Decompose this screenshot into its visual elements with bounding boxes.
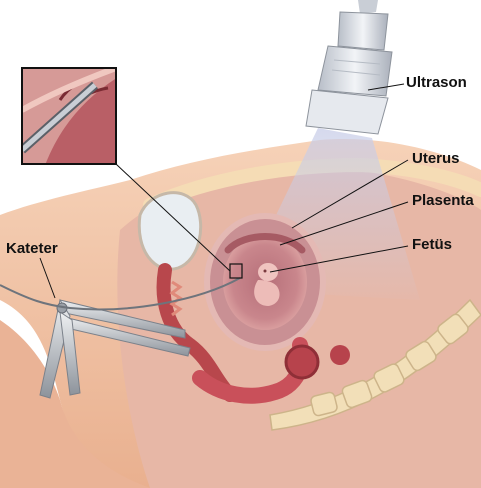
bowel-loop <box>286 346 318 378</box>
label-kateter: Kateter <box>6 240 58 257</box>
label-uterus: Uterus <box>412 150 460 167</box>
bladder <box>139 193 200 270</box>
magnified-inset <box>22 68 130 180</box>
ultrasound-probe <box>306 0 392 134</box>
label-fetus: Fetüs <box>412 236 452 253</box>
bowel-loop <box>330 345 350 365</box>
label-ultrason: Ultrason <box>406 74 467 91</box>
label-plasenta: Plasenta <box>412 192 474 209</box>
